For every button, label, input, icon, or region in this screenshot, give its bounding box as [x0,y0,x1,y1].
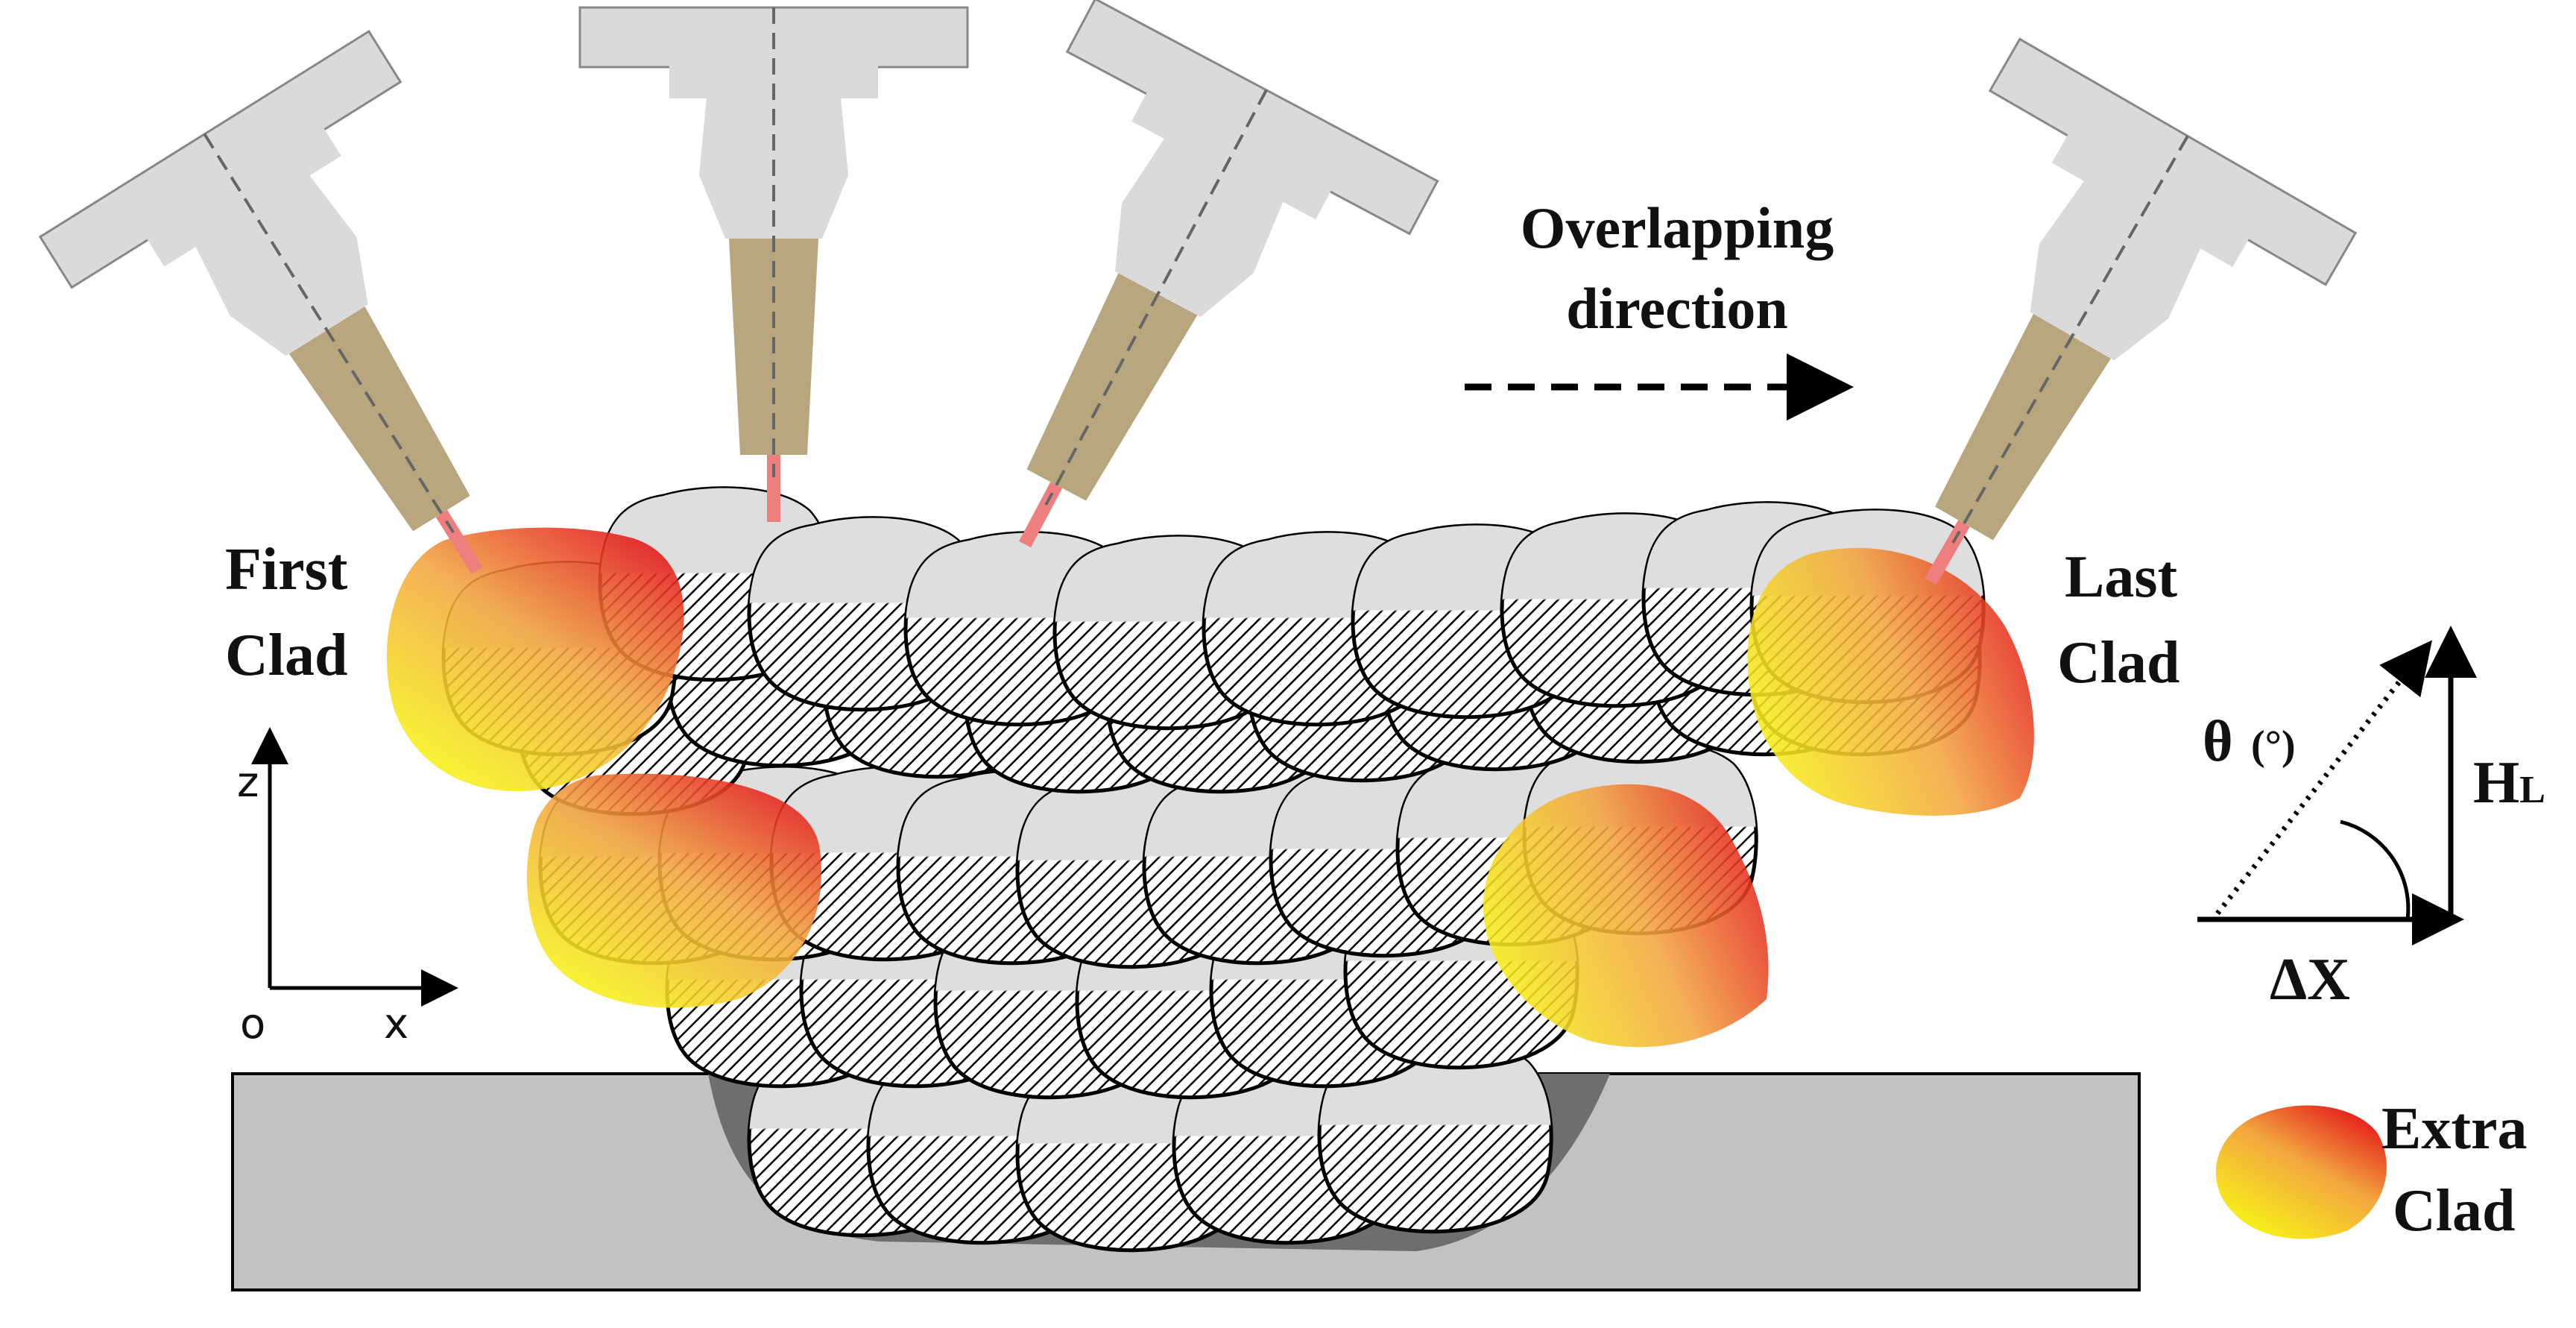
nozzle-body [2030,180,2201,361]
nozzle-axis [1951,135,2189,544]
overlapping-direction-label-line1: Overlapping [1521,195,1834,260]
nozzle-third [1019,0,1439,548]
overlapping-direction-label-line2: direction [1566,276,1788,341]
nozzle-last [1925,37,2358,585]
z-axis-label: z [237,758,259,807]
extra-clad-first-top [386,527,684,792]
laser-beam [1925,520,1970,585]
extra-clad-last-top [1747,547,2034,816]
nozzle-collar [2051,133,2250,268]
extra-clad-legend-line1: Extra [2381,1096,2528,1162]
origin-label: o [240,1000,265,1048]
first-clad-label-line2: Clad [225,623,348,688]
laser-beam [1019,482,1063,548]
laser-beam [767,455,780,522]
nozzle-middle [578,6,969,522]
coordinate-axes: z x o [237,727,458,1048]
extra-clad-legend-swatch [2215,1105,2387,1239]
nozzle-group [38,0,2358,585]
theta-symbol: θ [2203,708,2233,773]
nozzle-first [38,30,483,574]
nozzle-tip [1935,313,2111,541]
nozzle-collar [146,128,341,267]
nozzle-axis [203,133,455,534]
x-axis-label: x [384,1000,408,1048]
nozzle-tip [288,306,470,532]
overlap-angle-diagram: θ (°) ΔX HL [2197,626,2545,1013]
extra-clad-last-side [1483,784,1769,1048]
extra-clad-legend: Extra Clad [2215,1096,2528,1244]
delta-x-label: ΔX [2270,947,2350,1013]
theta-unit: (°) [2251,723,2296,769]
extra-clad-first-side [526,773,822,1008]
nozzle-body [1115,137,1284,317]
last-clad-label-line2: Clad [2057,630,2180,696]
nozzle-axis [1044,89,1268,506]
extra-clad-legend-line2: Clad [2393,1178,2516,1244]
nozzle-tip [1026,273,1198,501]
height-layer-label: HL [2473,750,2545,816]
last-clad-label-line1: Last [2065,544,2177,610]
nozzle-collar [1131,92,1331,220]
first-clad-label-line1: First [225,537,348,602]
